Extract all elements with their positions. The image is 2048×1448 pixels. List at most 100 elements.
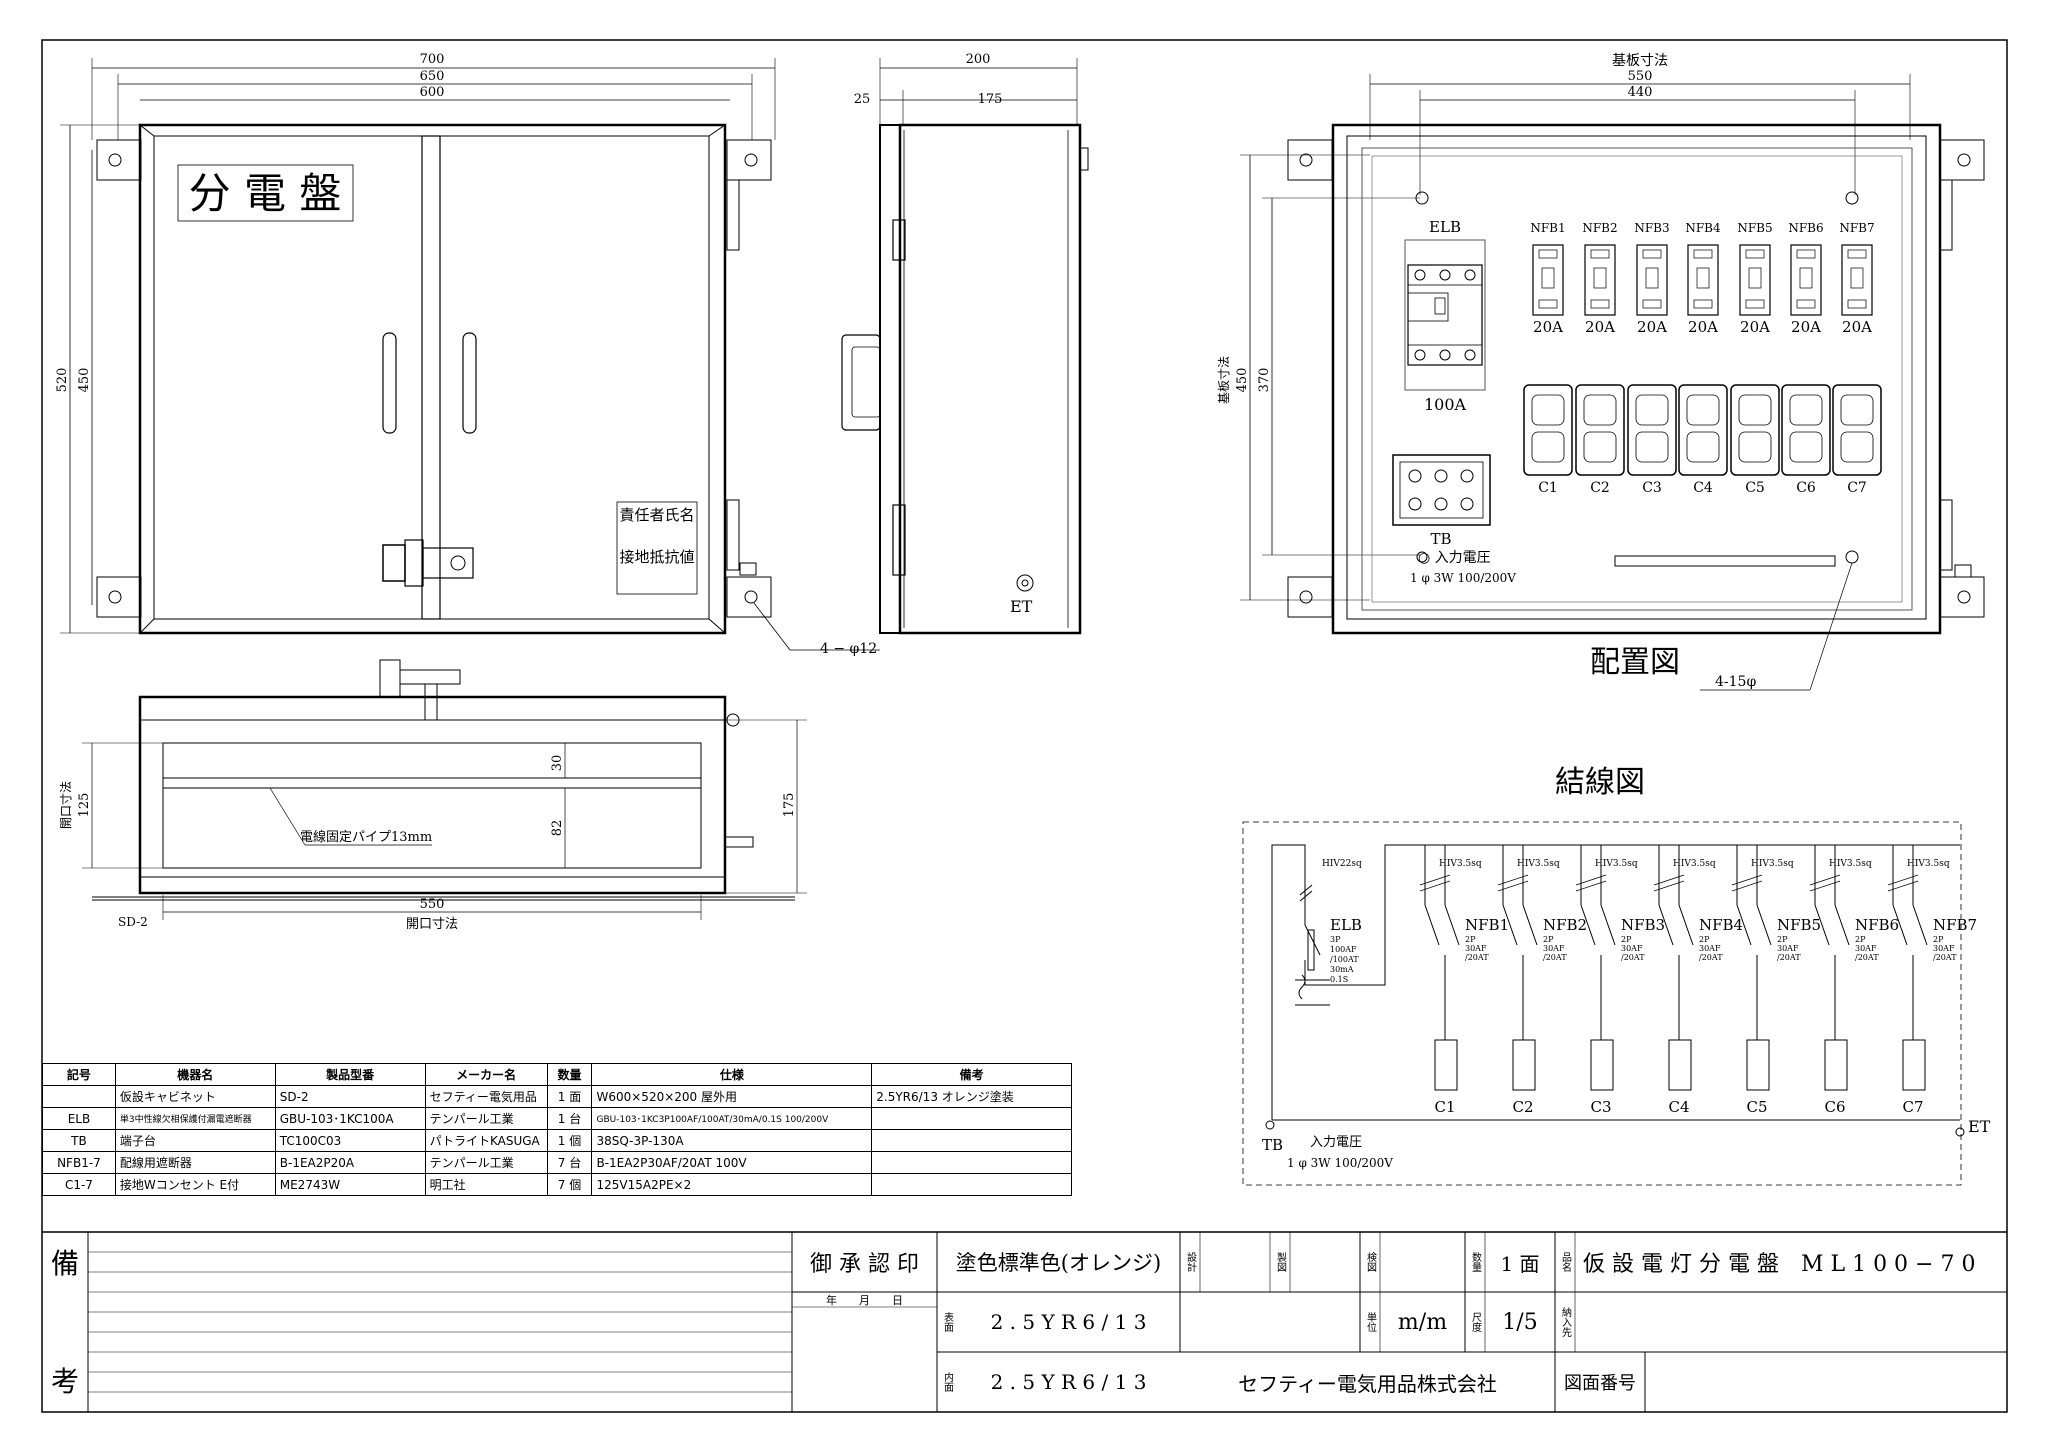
dim-200: 200 (966, 52, 991, 67)
wiring-nfb-label: NFB6 (1855, 916, 1899, 934)
qty-value: 1 (557, 1090, 566, 1104)
table-row: NFB1-7 配線用遮断器 B-1EA2P20A テンパール工業 7 台 B-1… (42, 1151, 1072, 1174)
cell-qty: 7 台 (546, 1151, 593, 1174)
layout-nfb-rating: 20A (1585, 318, 1615, 336)
cell-model: B-1EA2P20A (274, 1151, 426, 1174)
wiring-branch: HIV3.5sq NFB4 2P 30AF /20AT C4 (1653, 845, 1743, 1116)
qty-value: 1 面 (1500, 1251, 1540, 1276)
layout-outlet-label: C2 (1590, 480, 1610, 496)
wiring-outlet-label: C4 (1668, 1098, 1689, 1116)
layout-title: 配置図 (1590, 645, 1680, 680)
wiring-nfb-spec: 30AF (1543, 944, 1565, 953)
qty-unit: 個 (569, 1178, 582, 1192)
title-block-grid (42, 1231, 2008, 1412)
wiring-branch: HIV3.5sq NFB5 2P 30AF /20AT C5 (1731, 845, 1821, 1116)
col-header: 仕様 (591, 1063, 873, 1086)
sheet-border (41, 39, 2008, 1413)
wiring-nfb-spec: 30AF (1933, 944, 1955, 953)
wiring-branch-cable: HIV3.5sq (1751, 859, 1794, 869)
layout-nfb-rating: 20A (1637, 318, 1667, 336)
wiring-outlet-label: C3 (1590, 1098, 1611, 1116)
wiring-nfb-label: NFB4 (1699, 916, 1743, 934)
et-label-side: ET (1010, 597, 1033, 616)
layout-dim-440: 440 (1628, 85, 1653, 100)
cell-note (871, 1129, 1072, 1152)
layout-outlet-label: C4 (1693, 480, 1713, 496)
qty-unit: 面 (569, 1090, 582, 1104)
board-dims-label: 基板寸法 (1612, 52, 1668, 69)
layout-tb-label: TB (1430, 530, 1451, 548)
dim-30: 30 (550, 755, 565, 772)
dim-550-bottom: 550 (420, 897, 445, 912)
cell-model: SD-2 (274, 1085, 426, 1108)
wiring-input-spec: 1 φ 3W 100/200V (1287, 1156, 1393, 1170)
wiring-nfb-spec: /20AT (1543, 953, 1567, 962)
side-view: 200 25 175 ET (841, 52, 1089, 635)
wiring-main-cable: HIV22sq (1322, 859, 1362, 869)
wiring-nfb-spec: 2P (1621, 935, 1632, 944)
unit-label: 単位 (1364, 1312, 1376, 1332)
wiring-nfb-spec: 30AF (1621, 944, 1643, 953)
sign-line1: 責任者氏名 (619, 506, 694, 524)
hole-note-front: 4 − φ12 (820, 641, 877, 657)
layout-input-spec: 1 φ 3W 100/200V (1410, 571, 1516, 585)
cell-name: 単3中性線欠相保護付漏電遮断器 (114, 1107, 276, 1130)
name-label: 品名 (1559, 1252, 1571, 1272)
cell-spec: GBU-103･1KC3P100AF/100AT/30mA/0.1S 100/2… (591, 1107, 873, 1130)
cell-maker: 明工社 (424, 1173, 548, 1196)
dim-700: 700 (420, 52, 445, 67)
cell-maker: テンパール工業 (424, 1107, 548, 1130)
wiring-view: 結線図 HIV22sq ELB 3P 100AF /100AT 30mA 0.1… (1242, 765, 1991, 1186)
drawing-label: 製図 (1274, 1252, 1286, 1272)
cell-name: 仮設キャビネット (114, 1085, 276, 1108)
wiring-nfb-label: NFB7 (1933, 916, 1977, 934)
unit-value: m/m (1397, 1309, 1448, 1335)
scale-label: 尺度 (1469, 1312, 1481, 1332)
parts-table: 記号 機器名 製品型番 メーカー名 数量 仕様 備考 仮設キャビネット SD-2… (42, 1063, 1072, 1196)
wiring-nfb-spec: 2P (1465, 935, 1476, 944)
wiring-branch-cable: HIV3.5sq (1517, 859, 1560, 869)
delivery-label: 納入先 (1559, 1307, 1571, 1337)
surface-color: 2 . 5 Y R 6 / 1 3 (990, 1310, 1147, 1334)
wiring-nfb-spec: 2P (1855, 935, 1866, 944)
cell-spec: B-1EA2P30AF/20AT 100V (591, 1151, 873, 1174)
wiring-tb-label: TB (1262, 1136, 1283, 1154)
layout-nfb-label: NFB7 (1839, 221, 1874, 235)
wiring-branch: HIV3.5sq NFB7 2P 30AF /20AT C7 (1887, 845, 1977, 1116)
wiring-nfb-label: NFB2 (1543, 916, 1587, 934)
qty-value: 7 (557, 1156, 566, 1170)
layout-outlet-label: C5 (1745, 480, 1765, 496)
wiring-branch: HIV3.5sq NFB1 2P 30AF /20AT C1 (1419, 845, 1509, 1116)
board-dims-label-v: 基板寸法 (1217, 356, 1231, 404)
cell-note (871, 1107, 1072, 1130)
wiring-branch: HIV3.5sq NFB2 2P 30AF /20AT C2 (1497, 845, 1587, 1116)
cell-spec: W600×520×200 屋外用 (591, 1085, 873, 1108)
date-labels: 年 月 日 (826, 1293, 903, 1307)
layout-nfb-label: NFB1 (1530, 221, 1565, 235)
drawing-no-label: 図面番号 (1564, 1373, 1636, 1394)
cell-name: 接地Wコンセント E付 (114, 1173, 276, 1196)
layout-dim-450: 450 (1235, 368, 1250, 393)
wiring-branch: HIV3.5sq NFB3 2P 30AF /20AT C3 (1575, 845, 1665, 1116)
design-label: 設計 (1184, 1252, 1196, 1272)
wiring-outlet-label: C6 (1824, 1098, 1845, 1116)
inspect-label: 検図 (1364, 1252, 1376, 1272)
layout-outlet-label: C6 (1796, 480, 1816, 496)
wiring-nfb-spec: /20AT (1855, 953, 1879, 962)
opening-label-v: 開口寸法 (59, 781, 73, 829)
wiring-branch-cable: HIV3.5sq (1907, 859, 1950, 869)
wiring-nfb-spec: 2P (1933, 935, 1944, 944)
wiring-elb-label: ELB (1330, 916, 1362, 934)
cell-qty: 1 個 (546, 1129, 593, 1152)
approval-stamp: 御 承 認 印 (810, 1252, 919, 1277)
remarks-top: 備 (50, 1247, 79, 1280)
paint-standard: 塗色標準色(オレンジ) (955, 1251, 1162, 1275)
cell-spec: 38SQ-3P-130A (591, 1129, 873, 1152)
wiring-outlet-label: C2 (1512, 1098, 1533, 1116)
layout-nfb-rating: 20A (1740, 318, 1770, 336)
col-header: 記号 (42, 1063, 116, 1086)
wiring-nfb-spec: 30AF (1855, 944, 1877, 953)
qty-value: 7 (557, 1178, 566, 1192)
layout-nfb-rating: 20A (1842, 318, 1872, 336)
